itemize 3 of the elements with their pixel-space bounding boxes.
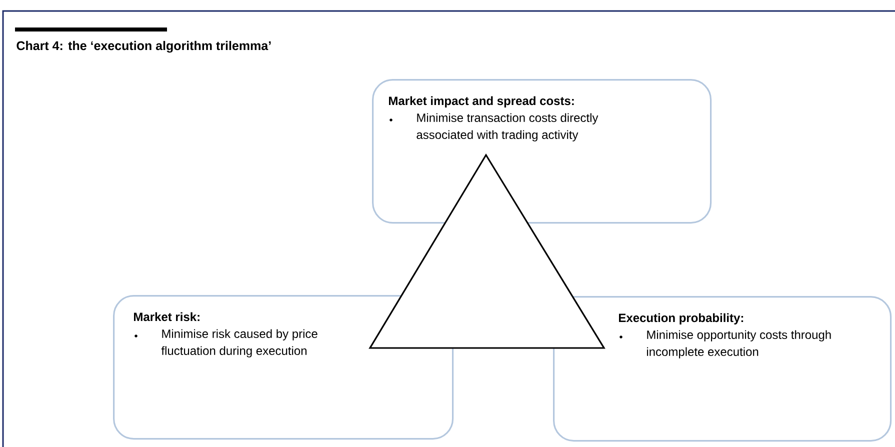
title: Chart 4: the ‘execution algorithm trilemma’ [16, 40, 271, 53]
text-box: Execution probability: Minimise opportunity costs through incomplete execution [553, 296, 892, 442]
text-box: Market impact and spread costs: Minimise transaction costs directly associated with trading activity [372, 79, 712, 224]
